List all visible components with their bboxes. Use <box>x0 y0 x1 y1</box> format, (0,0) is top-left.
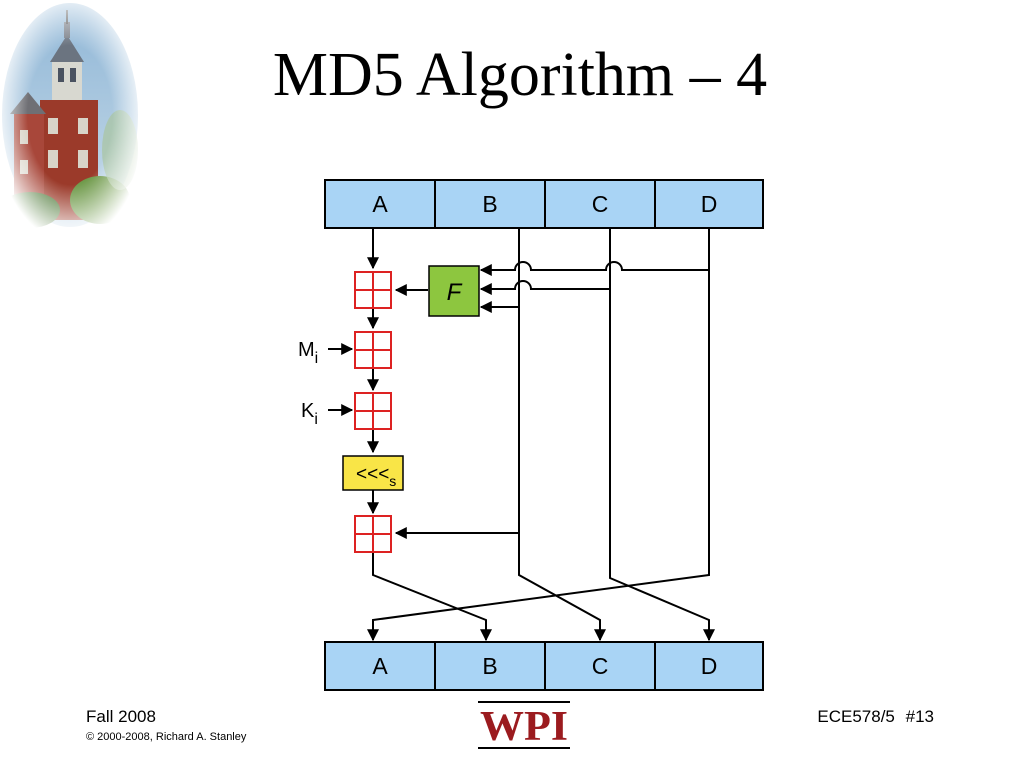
adder-2 <box>354 331 392 369</box>
top-register-a <box>324 179 436 229</box>
wire-c-to-f <box>479 280 610 295</box>
wire-c <box>609 228 715 642</box>
bottom-register-row: A B C D <box>324 641 764 691</box>
bottom-register-label: D <box>701 653 718 679</box>
footer-copyright: © 2000-2008, Richard A. Stanley <box>86 731 247 743</box>
building-photo <box>0 0 140 230</box>
wire-adder4-to-b <box>372 553 492 642</box>
wpi-logo-text: WPI <box>480 704 568 750</box>
bottom-register-label: A <box>372 653 388 679</box>
slide-title: MD5 Algorithm – 4 <box>272 41 768 109</box>
top-register-label: B <box>482 191 497 217</box>
top-register-row: A B C D <box>324 179 764 229</box>
wpi-logo: WPI <box>478 701 570 750</box>
bottom-register-d <box>654 641 764 691</box>
bottom-register-a <box>324 641 436 691</box>
adder-4 <box>354 515 392 553</box>
bottom-register-b <box>434 641 546 691</box>
top-register-label: C <box>592 191 609 217</box>
top-register-label: A <box>372 191 388 217</box>
adder-1 <box>354 271 392 309</box>
course-code: ECE578/5 <box>817 707 895 726</box>
top-register-c <box>544 179 656 229</box>
bottom-register-label: C <box>592 653 609 679</box>
wires <box>328 228 715 642</box>
top-register-label: D <box>701 191 718 217</box>
constant-input-label: Ki <box>301 400 318 428</box>
footer-right: ECE578/5 #13 <box>811 707 934 727</box>
function-f-label: F <box>447 279 463 306</box>
top-register-b <box>434 179 546 229</box>
footer-left: Fall 2008 © 2000-2008, Richard A. Stanle… <box>86 707 246 743</box>
wire-d <box>367 228 710 642</box>
wire-b <box>518 228 606 642</box>
adder-3 <box>354 392 392 430</box>
message-input-label: Mi <box>298 339 318 367</box>
function-f-box <box>428 265 480 317</box>
wire-d-to-f <box>479 261 709 276</box>
slide-number: #13 <box>905 707 934 726</box>
bottom-register-c <box>544 641 656 691</box>
rotate-box <box>342 455 404 491</box>
bottom-register-label: B <box>482 653 497 679</box>
rotate-label: <<<s <box>356 464 396 489</box>
footer-term: Fall 2008 <box>86 707 156 726</box>
